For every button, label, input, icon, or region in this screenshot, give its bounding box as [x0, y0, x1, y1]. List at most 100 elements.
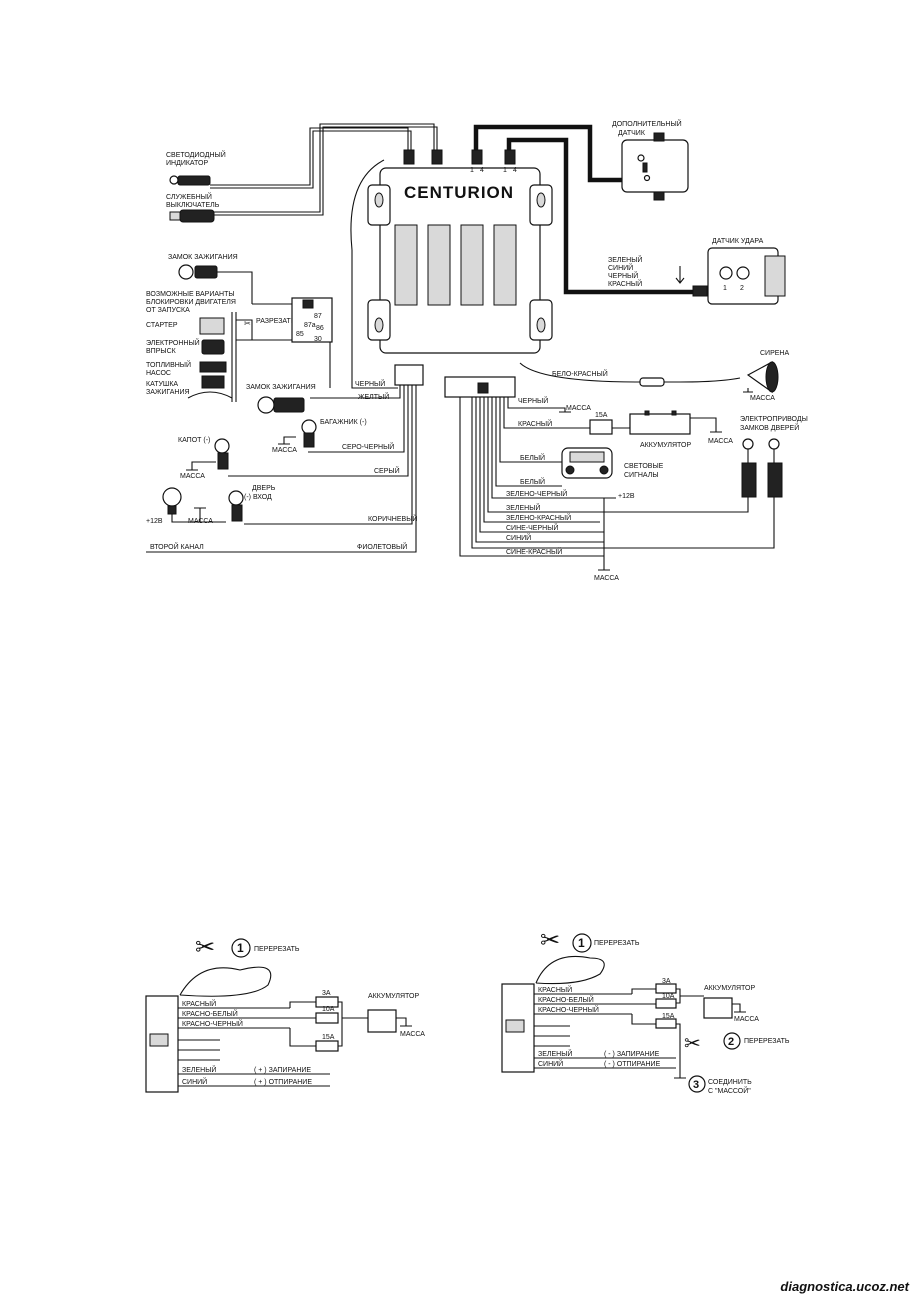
hood-label: КАПОТ (-): [178, 437, 210, 444]
step-badge: [231, 938, 251, 958]
fuse-label: 3А: [322, 990, 331, 997]
door-label: ДВЕРЬ: [252, 485, 276, 492]
ground-label: МАССА: [708, 438, 733, 445]
second-channel-label: ВТОРОЙ КАНАЛ: [150, 542, 204, 551]
injection-icon: [201, 339, 225, 355]
fuse-label: 15А: [662, 1013, 675, 1020]
siren: [746, 360, 779, 394]
step-number: 1: [578, 936, 585, 950]
wire-label: СИНИЙ: [182, 1077, 207, 1086]
shock-pin: 1: [723, 285, 727, 292]
valet-label: СЛУЖЕБНЫЙ: [166, 192, 212, 201]
ground-label: МАССА: [750, 395, 775, 402]
relay-pin: 87a: [304, 322, 316, 329]
injection-label: ЭЛЕКТРОННЫЙ: [146, 338, 200, 347]
relay-pin: 86: [316, 325, 324, 332]
ground-label: МАССА: [400, 1031, 425, 1038]
cut-label: ПЕРЕРЕЗАТЬ: [254, 946, 300, 953]
watermark: diagnostica.ucoz.net: [780, 1279, 909, 1294]
variants-label: ОТ ЗАПУСКА: [146, 307, 190, 314]
siren-wire-label: БЕЛО-КРАСНЫЙ: [552, 369, 608, 378]
car-lights-icon: [561, 447, 613, 479]
siren-label: СИРЕНА: [760, 350, 789, 357]
wire-label: КРАСНО-БЕЛЫЙ: [182, 1009, 238, 1018]
extra-sensor: [621, 132, 689, 201]
shock-sensor-label: ДАТЧИК УДАРА: [712, 238, 764, 245]
wire-label: КРАСНО-ЧЕРНЫЙ: [538, 1005, 599, 1014]
cut-label: РАЗРЕЗАТЬ: [256, 318, 296, 325]
right-wire-label: ЧЕРНЫЙ: [518, 396, 548, 405]
door-switch: [228, 490, 244, 522]
trunk-label: БАГАЖНИК (-): [320, 419, 367, 426]
ground-label: МАССА: [188, 518, 213, 525]
left-wire-label: СЕРЫЙ: [374, 466, 400, 475]
plus12-label: +12В: [146, 518, 163, 525]
battery: [629, 410, 691, 435]
fuse-label: 15А: [322, 1034, 335, 1041]
relay-pin: 30: [314, 336, 322, 343]
pin-label: 4: [480, 167, 484, 174]
step-badge: [688, 1075, 706, 1093]
brand-label: CENTURION: [404, 183, 514, 202]
right-wire-label: СИНЕ-КРАСНЫЙ: [506, 547, 562, 556]
ignition-lock-1: [178, 264, 218, 280]
locks-label: ЗАМКОВ ДВЕРЕЙ: [740, 423, 799, 432]
wire-label: СИНИЙ: [538, 1059, 563, 1068]
wire-label: КРАСНО-ЧЕРНЫЙ: [182, 1019, 243, 1028]
lights-label: СВЕТОВЫЕ: [624, 463, 664, 470]
step-badge: [572, 933, 592, 953]
locks-label: ЭЛЕКТРОПРИВОДЫ: [740, 416, 808, 423]
right-wire-label: БЕЛЫЙ: [520, 477, 545, 486]
scissor-icon: ✂: [540, 927, 560, 954]
trunk-switch: [301, 419, 317, 448]
scissor-icon: ✂: [684, 1033, 701, 1055]
function-label: ( + ) ОТПИРАНИЕ: [254, 1079, 312, 1086]
ground-label: МАССА: [566, 405, 591, 412]
function-label: ( - ) ЗАПИРАНИЕ: [604, 1051, 660, 1058]
valet-label: ВЫКЛЮЧАТЕЛЬ: [166, 202, 220, 209]
battery-label: АККУМУЛЯТОР: [640, 442, 691, 449]
led-label: СВЕТОДИОДНЫЙ: [166, 150, 226, 159]
coil-icon: [201, 375, 225, 389]
right-wire-label: ЗЕЛЕНО-ЧЕРНЫЙ: [506, 489, 567, 498]
step-number: 3: [693, 1079, 699, 1091]
shock-wire-label: КРАСНЫЙ: [608, 279, 642, 288]
relay: [291, 297, 333, 343]
ignition-lock-label: ЗАМОК ЗАЖИГАНИЯ: [168, 254, 238, 261]
fuse-label: 15А: [595, 412, 608, 419]
function-label: ( - ) ОТПИРАНИЕ: [604, 1061, 661, 1068]
left-wire-label: КОРИЧНЕВЫЙ: [368, 514, 417, 523]
step-number: 1: [237, 941, 244, 955]
variants-label: БЛОКИРОВКИ ДВИГАТЕЛЯ: [146, 299, 236, 306]
door-lock-actuator: [767, 438, 783, 498]
bottom-left-diagram: [145, 966, 412, 1093]
connect-label: С "МАССОЙ": [708, 1086, 751, 1095]
wire-label: КРАСНО-БЕЛЫЙ: [538, 995, 594, 1004]
step-number: 2: [728, 1036, 734, 1048]
extra-sensor-label: ДОПОЛНИТЕЛЬНЫЙ: [612, 119, 682, 128]
connect-label: СОЕДИНИТЬ: [708, 1079, 752, 1086]
wire-label: ЗЕЛЕНЫЙ: [538, 1049, 572, 1058]
led-label: ИНДИКАТОР: [166, 160, 208, 167]
starter-icon: [199, 317, 225, 335]
fuel-pump-icon: [199, 361, 227, 373]
led-indicator: [169, 175, 211, 186]
wire-label: КРАСНЫЙ: [182, 999, 216, 1008]
right-wire-label: БЕЛЫЙ: [520, 453, 545, 462]
fuse-label: 10А: [662, 993, 675, 1000]
starter-label: СТАРТЕР: [146, 322, 178, 329]
lights-label: СИГНАЛЫ: [624, 472, 659, 479]
shock-pin: 2: [740, 285, 744, 292]
fuse: [589, 419, 613, 435]
hood-switch: [214, 438, 230, 470]
cut-label: ПЕРЕРЕЗАТЬ: [594, 940, 640, 947]
ignition-lock-2: [257, 396, 305, 414]
ground-label: МАССА: [734, 1016, 759, 1023]
valet-switch: [169, 209, 215, 223]
scissor-icon: ✂: [195, 934, 215, 961]
right-wire-label: СИНИЙ: [506, 533, 531, 542]
lamp-icon: [162, 487, 182, 515]
wire-label: ЗЕЛЕНЫЙ: [182, 1065, 216, 1074]
battery-label: АККУМУЛЯТОР: [704, 985, 755, 992]
